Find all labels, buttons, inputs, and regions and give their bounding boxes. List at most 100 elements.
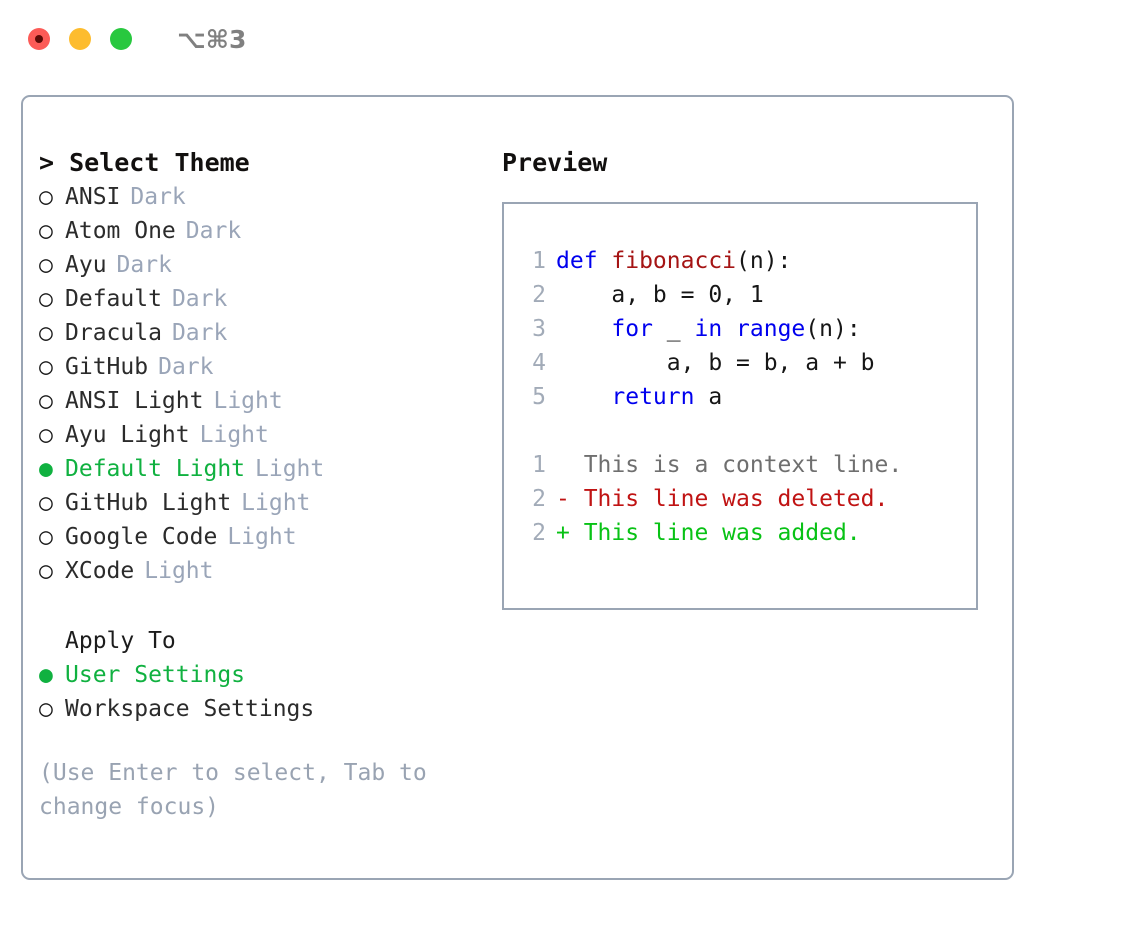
code-token-kw: for <box>611 316 653 342</box>
minimize-window-button[interactable] <box>69 28 91 50</box>
line-number: 3 <box>532 316 546 342</box>
theme-option-tag: Dark <box>171 286 228 312</box>
apply-to-option-label: Workspace Settings <box>65 696 315 722</box>
line-number: 2 <box>532 282 546 308</box>
theme-option-tag: Light <box>213 388 283 414</box>
theme-option-label: Default Light <box>65 456 246 482</box>
diff-line-text: - This line was deleted. <box>556 486 889 512</box>
theme-option-dracula[interactable]: ○ Dracula Dark <box>39 316 489 350</box>
line-number: 1 <box>532 452 546 478</box>
radio-unselected-icon: ○ <box>39 696 53 722</box>
theme-option-default-light[interactable]: ● Default Light Light <box>39 452 489 486</box>
code-line-text: for _ in range(n): <box>556 312 861 346</box>
apply-to-option-workspace-settings[interactable]: ○ Workspace Settings <box>39 692 489 726</box>
radio-unselected-icon: ○ <box>39 252 53 278</box>
code-token-plain <box>722 316 736 342</box>
theme-option-label: Atom One <box>65 218 176 244</box>
line-number: 1 <box>532 248 546 274</box>
code-line: 4 a, b = b, a + b <box>518 346 976 380</box>
radio-unselected-icon: ○ <box>39 218 53 244</box>
radio-unselected-icon: ○ <box>39 422 53 448</box>
theme-option-label: Default <box>65 286 162 312</box>
theme-option-tag: Dark <box>116 252 172 278</box>
radio-unselected-icon: ○ <box>39 320 53 346</box>
theme-option-tag: Light <box>255 456 325 482</box>
theme-option-label: GitHub Light <box>65 490 232 516</box>
code-line: 2 a, b = 0, 1 <box>518 278 976 312</box>
theme-option-github[interactable]: ○ GitHub Dark <box>39 350 489 384</box>
code-line-text: a, b = 0, 1 <box>556 278 764 312</box>
diff-line-add: 2 + This line was added. <box>518 516 976 550</box>
theme-option-tag: Dark <box>130 184 186 210</box>
theme-option-tag: Light <box>227 524 297 550</box>
radio-unselected-icon: ○ <box>39 388 53 414</box>
theme-option-label: Ayu <box>65 252 107 278</box>
code-line: 5 return a <box>518 380 976 414</box>
theme-option-label: ANSI <box>65 184 121 210</box>
code-token-kw: range <box>736 316 806 342</box>
theme-option-label: Dracula <box>65 320 162 346</box>
theme-option-default[interactable]: ○ Default Dark <box>39 282 489 316</box>
keyboard-hint-text: (Use Enter to select, Tab to change focu… <box>39 760 427 820</box>
code-token-plain <box>556 316 611 342</box>
code-token-plain: (n): <box>736 248 792 274</box>
radio-unselected-icon: ○ <box>39 286 53 312</box>
diff-line-del: 2 - This line was deleted. <box>518 482 976 516</box>
code-token-plain: (n): <box>805 316 861 342</box>
code-line-text: return a <box>556 380 722 414</box>
theme-option-tag: Dark <box>158 354 214 380</box>
apply-to-list[interactable]: ●User Settings ○ Workspace Settings <box>39 658 489 726</box>
code-line: 3 for _ in range(n): <box>518 312 976 346</box>
code-token-kw: return <box>611 384 695 410</box>
code-line-text: a, b = b, a + b <box>556 346 875 380</box>
diff-sample: 1 This is a context line. 2 - This line wa… <box>518 448 976 550</box>
window-controls <box>28 28 132 50</box>
theme-option-tag: Light <box>199 422 269 448</box>
preview-title: Preview <box>502 148 608 177</box>
line-number: 2 <box>532 520 546 546</box>
apply-to-header: Apply To <box>65 628 176 654</box>
maximize-window-button[interactable] <box>110 28 132 50</box>
code-line: 1 def fibonacci(n): <box>518 244 976 278</box>
code-token-plain: a <box>694 384 723 410</box>
theme-option-tag: Light <box>241 490 311 516</box>
radio-selected-icon: ● <box>39 456 53 482</box>
code-token-plain: a, b = 0, 1 <box>556 282 764 308</box>
radio-unselected-icon: ○ <box>39 558 53 584</box>
radio-unselected-icon: ○ <box>39 490 53 516</box>
diff-line-text: + This line was added. <box>556 520 861 546</box>
theme-option-ayu[interactable]: ○ Ayu Dark <box>39 248 489 282</box>
radio-unselected-icon: ○ <box>39 354 53 380</box>
radio-unselected-icon: ○ <box>39 184 53 210</box>
theme-option-tag: Dark <box>171 320 228 346</box>
line-number: 2 <box>532 486 546 512</box>
theme-option-github-light[interactable]: ○ GitHub Light Light <box>39 486 489 520</box>
title-bar: ⌥⌘3 <box>0 0 1140 78</box>
apply-to-option-label: User Settings <box>65 662 246 688</box>
code-token-fn: fibonacci <box>611 248 737 274</box>
code-token-kw: in <box>694 316 723 342</box>
code-token-plain: _ <box>652 316 695 342</box>
code-line-text: def fibonacci(n): <box>556 244 791 278</box>
keyboard-shortcut-label: ⌥⌘3 <box>177 24 247 54</box>
code-token-kw: def <box>556 248 612 274</box>
theme-option-label: GitHub <box>65 354 149 380</box>
code-token-plain: a, b = b, a + b <box>556 350 875 376</box>
apply-to-option-user-settings[interactable]: ●User Settings <box>39 658 489 692</box>
theme-option-tag: Light <box>144 558 214 584</box>
theme-option-ansi[interactable]: ○ ANSI Dark <box>39 180 489 214</box>
line-number: 4 <box>532 350 546 376</box>
close-window-button[interactable] <box>28 28 50 50</box>
theme-option-ansi-light[interactable]: ○ ANSI Light Light <box>39 384 489 418</box>
diff-line-text: This is a context line. <box>556 452 903 478</box>
theme-option-label: ANSI Light <box>65 388 204 414</box>
